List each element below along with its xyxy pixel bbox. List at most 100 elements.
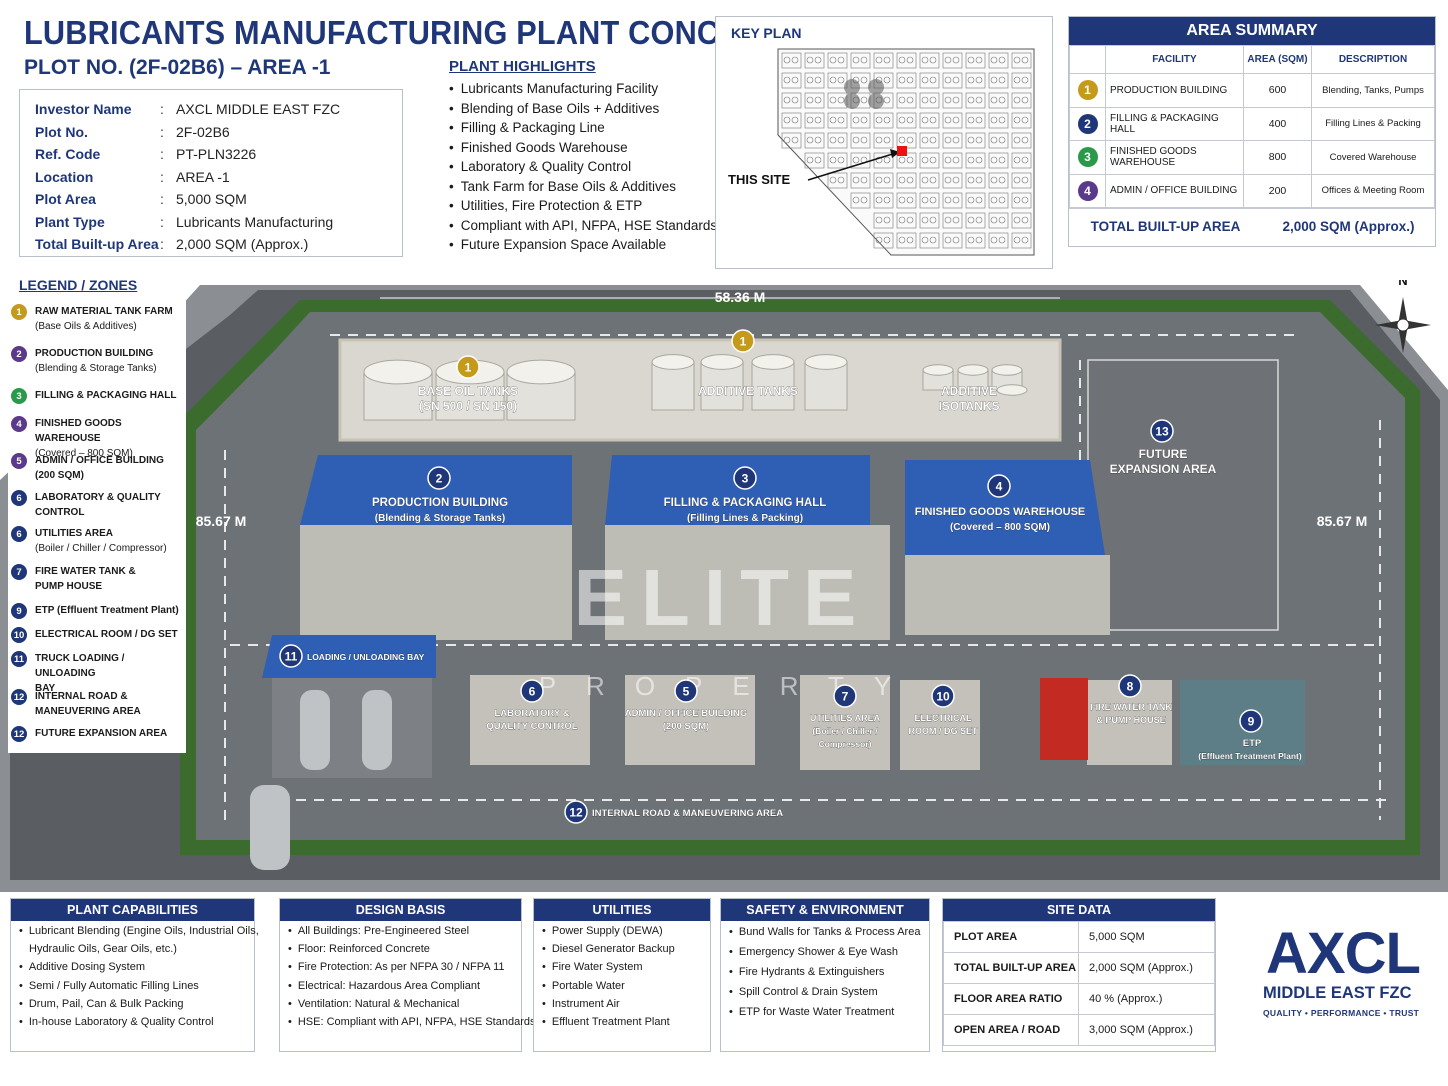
facility-number-badge: 4 (1077, 180, 1098, 201)
col-description: DESCRIPTION (1311, 45, 1435, 74)
key-plan-tank (1013, 216, 1021, 224)
key-plan-tank (860, 196, 868, 204)
col-facility: FACILITY (1105, 45, 1244, 74)
key-plan-tank (990, 116, 998, 124)
facility-name: FINISHED GOODS WAREHOUSE (1105, 140, 1244, 175)
panel-list-item: Electrical: Hazardous Area Compliant (288, 980, 521, 998)
key-plan-block (896, 92, 917, 109)
key-plan-tank (814, 136, 822, 144)
facility-area: 600 (1243, 73, 1312, 108)
key-plan-tank (1013, 196, 1021, 204)
key-plan-tank (952, 116, 960, 124)
legend-label: LABORATORY & QUALITY (35, 492, 161, 503)
site-label-etp: ETP (1243, 738, 1262, 749)
legend-label: FILLING & PACKAGING HALL (35, 390, 177, 401)
highlight-item: Filling & Packaging Line (449, 120, 717, 140)
zone-badge-b9 (1239, 709, 1263, 733)
key-plan-block (827, 172, 848, 189)
legend-sublabel: (Covered – 800 SQM) (35, 448, 133, 459)
site-label-utilities-sub: (Boiler / Chiller / (812, 726, 878, 736)
panel-title: SITE DATA (943, 899, 1215, 921)
key-plan-tank (952, 136, 960, 144)
legend-sublabel: (Boiler / Chiller / Compressor) (35, 543, 167, 554)
legend-sublabel: (200 SQM) (35, 470, 84, 481)
key-plan-block (988, 172, 1009, 189)
key-plan-tank (967, 96, 975, 104)
info-key: Ref. Code (35, 146, 101, 163)
key-plan-tank (1021, 116, 1029, 124)
legend-label: PRODUCTION BUILDING (35, 348, 154, 359)
key-plan-block (1011, 132, 1032, 149)
key-plan-block (919, 192, 940, 209)
key-plan-tank (921, 176, 929, 184)
filling-packaging-hall (605, 455, 890, 640)
key-plan-tank (860, 116, 868, 124)
site-data-value: 2,000 SQM (Approx.) (1078, 952, 1215, 984)
key-plan-block (804, 112, 825, 129)
storage-tank-top (991, 364, 1023, 376)
key-plan-block (873, 112, 894, 129)
info-value: AXCL MIDDLE EAST FZC (176, 101, 341, 118)
key-plan-tank (883, 216, 891, 224)
key-plan-tank (929, 116, 937, 124)
key-plan-site-marker (897, 146, 907, 156)
facility-name: PRODUCTION BUILDING (1105, 73, 1244, 108)
fire-water-tank (1040, 678, 1088, 760)
key-plan-block (919, 92, 940, 109)
key-plan-tank (783, 76, 791, 84)
site-label-lab: LABORATORY & (494, 708, 569, 719)
key-plan-tank (883, 76, 891, 84)
legend-sublabel: (Base Oils & Additives) (35, 321, 137, 332)
panel-list-item: Floor: Reinforced Concrete (288, 943, 521, 961)
info-key: Location (35, 168, 94, 185)
logo-name: AXCL (1266, 921, 1421, 986)
info-key: Investor Name (35, 101, 132, 118)
key-plan-tank (791, 116, 799, 124)
key-plan-tank (1013, 116, 1021, 124)
legend-title: LEGEND / ZONES (19, 277, 138, 293)
key-plan-block (1011, 232, 1032, 249)
key-plan-tank (906, 136, 914, 144)
info-row: Total Built-up Area:2,000 SQM (Approx.) (35, 233, 402, 256)
key-plan-block (1011, 72, 1032, 89)
zone-badge-b1a (456, 355, 480, 379)
key-plan-tank (898, 196, 906, 204)
key-plan-block (988, 212, 1009, 229)
info-row: Ref. Code:PT-PLN3226 (35, 143, 402, 166)
key-plan-tank (990, 56, 998, 64)
key-plan-tank (998, 56, 1006, 64)
key-plan-block (965, 172, 986, 189)
key-plan-block (873, 212, 894, 229)
legend-text: PRODUCTION BUILDING(Blending & Storage T… (35, 346, 157, 376)
dimension-left: 85.67 M (196, 513, 247, 529)
panel-title: SAFETY & ENVIRONMENT (721, 899, 929, 921)
key-plan-block (965, 112, 986, 129)
key-plan-tank (860, 176, 868, 184)
zone-badge-number: 11 (285, 650, 298, 664)
key-plan-block (1011, 172, 1032, 189)
key-plan-tank (998, 116, 1006, 124)
key-plan-block (942, 192, 963, 209)
key-plan-tank (952, 196, 960, 204)
key-plan-block (781, 132, 802, 149)
zone-badge-b3 (733, 466, 757, 490)
key-plan-block (1011, 112, 1032, 129)
zone-badge-number: 10 (936, 690, 950, 704)
key-plan-tank (783, 56, 791, 64)
site-label-road: INTERNAL ROAD & MANEUVERING AREA (592, 808, 783, 819)
key-plan-block (804, 152, 825, 169)
site-label-electrical: ELECTRICAL (915, 713, 972, 723)
key-plan-tank (829, 96, 837, 104)
legend-number-badge: 6 (11, 490, 27, 506)
key-plan-tank (921, 236, 929, 244)
legend-number-badge: 12 (11, 689, 27, 705)
key-plan-tank (929, 196, 937, 204)
